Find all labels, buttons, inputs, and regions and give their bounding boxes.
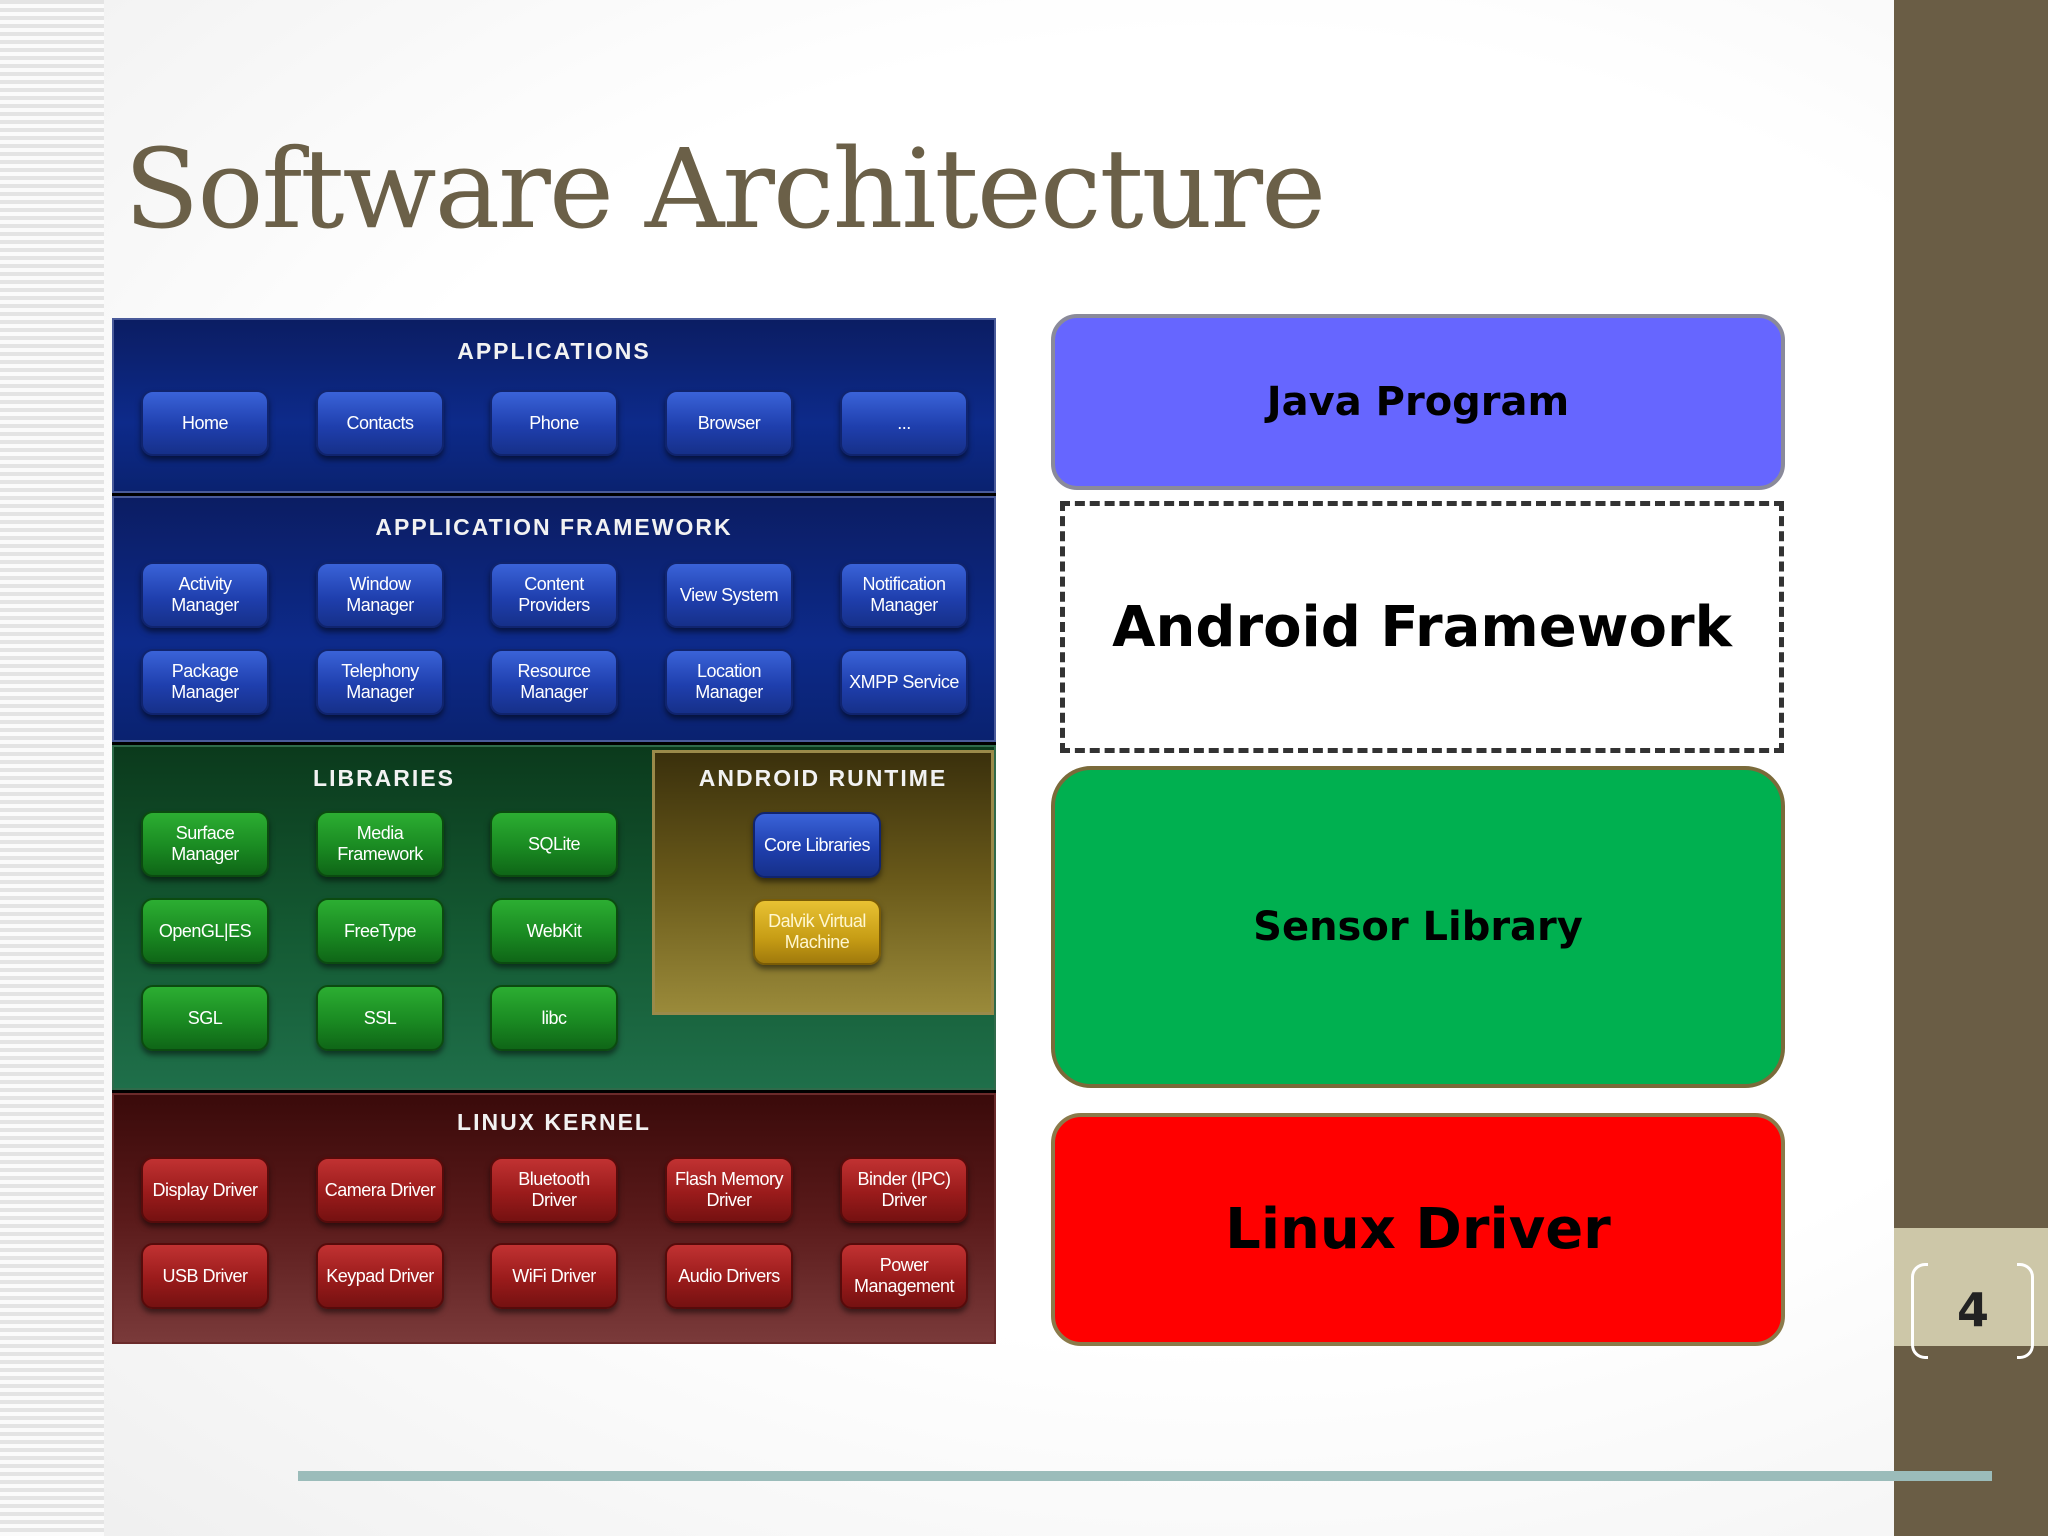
bottom-divider-line [298, 1471, 1992, 1481]
fw-telephony-manager: Telephony Manager [316, 649, 444, 715]
libraries-title: Libraries [114, 765, 654, 792]
android-framework-label: Android Framework [1112, 595, 1732, 660]
lib-libc: libc [490, 985, 618, 1051]
runtime-title: Android Runtime [655, 765, 991, 792]
fw-location-manager: Location Manager [665, 649, 793, 715]
app-home: Home [141, 390, 269, 456]
page-number: 4 [1930, 1270, 2016, 1350]
sensor-library-label: Sensor Library [1253, 904, 1583, 950]
kernel-display-driver: Display Driver [141, 1157, 269, 1223]
fw-xmpp-service: XMPP Service [840, 649, 968, 715]
app-phone: Phone [490, 390, 618, 456]
kernel-binder-driver: Binder (IPC) Driver [840, 1157, 968, 1223]
lib-ssl: SSL [316, 985, 444, 1051]
lib-opengl-es: OpenGL|ES [141, 898, 269, 964]
fw-package-manager: Package Manager [141, 649, 269, 715]
runtime-dalvik-vm: Dalvik Virtual Machine [753, 899, 881, 965]
linux-driver-label: Linux Driver [1225, 1197, 1611, 1262]
kernel-usb-driver: USB Driver [141, 1243, 269, 1309]
slide-title: Software Architecture [124, 125, 1324, 253]
fw-view-system: View System [665, 562, 793, 628]
fw-activity-manager: Activity Manager [141, 562, 269, 628]
kernel-layer: Linux Kernel Display Driver Camera Drive… [112, 1093, 996, 1344]
android-stack-diagram: Applications Home Contacts Phone Browser… [112, 318, 996, 1344]
java-program-box: Java Program [1051, 314, 1785, 490]
framework-layer: Application Framework Activity Manager W… [112, 496, 996, 742]
applications-layer: Applications Home Contacts Phone Browser… [112, 318, 996, 493]
java-program-label: Java Program [1267, 379, 1569, 425]
lib-sqlite: SQLite [490, 811, 618, 877]
app-browser: Browser [665, 390, 793, 456]
fw-notification-manager: Notification Manager [840, 562, 968, 628]
app-contacts: Contacts [316, 390, 444, 456]
sensor-library-box: Sensor Library [1051, 766, 1785, 1088]
runtime-core-libraries: Core Libraries [753, 812, 881, 878]
fw-resource-manager: Resource Manager [490, 649, 618, 715]
right-bracket-icon [2017, 1263, 2034, 1359]
kernel-wifi-driver: WiFi Driver [490, 1243, 618, 1309]
lib-webkit: WebKit [490, 898, 618, 964]
kernel-camera-driver: Camera Driver [316, 1157, 444, 1223]
left-stripe-decoration [0, 0, 104, 1536]
lib-sgl: SGL [141, 985, 269, 1051]
linux-driver-box: Linux Driver [1051, 1113, 1785, 1346]
lib-media-framework: Media Framework [316, 811, 444, 877]
kernel-title: Linux Kernel [114, 1109, 994, 1136]
kernel-bluetooth-driver: Bluetooth Driver [490, 1157, 618, 1223]
applications-title: Applications [114, 338, 994, 365]
fw-content-providers: Content Providers [490, 562, 618, 628]
framework-title: Application Framework [114, 514, 994, 541]
kernel-audio-drivers: Audio Drivers [665, 1243, 793, 1309]
lib-freetype: FreeType [316, 898, 444, 964]
left-bracket-icon [1911, 1263, 1928, 1359]
kernel-keypad-driver: Keypad Driver [316, 1243, 444, 1309]
lib-surface-manager: Surface Manager [141, 811, 269, 877]
app-more: ... [840, 390, 968, 456]
kernel-power-management: Power Management [840, 1243, 968, 1309]
kernel-flash-memory-driver: Flash Memory Driver [665, 1157, 793, 1223]
fw-window-manager: Window Manager [316, 562, 444, 628]
runtime-layer: Android Runtime Core Libraries Dalvik Vi… [652, 750, 994, 1015]
android-framework-box: Android Framework [1060, 501, 1784, 753]
